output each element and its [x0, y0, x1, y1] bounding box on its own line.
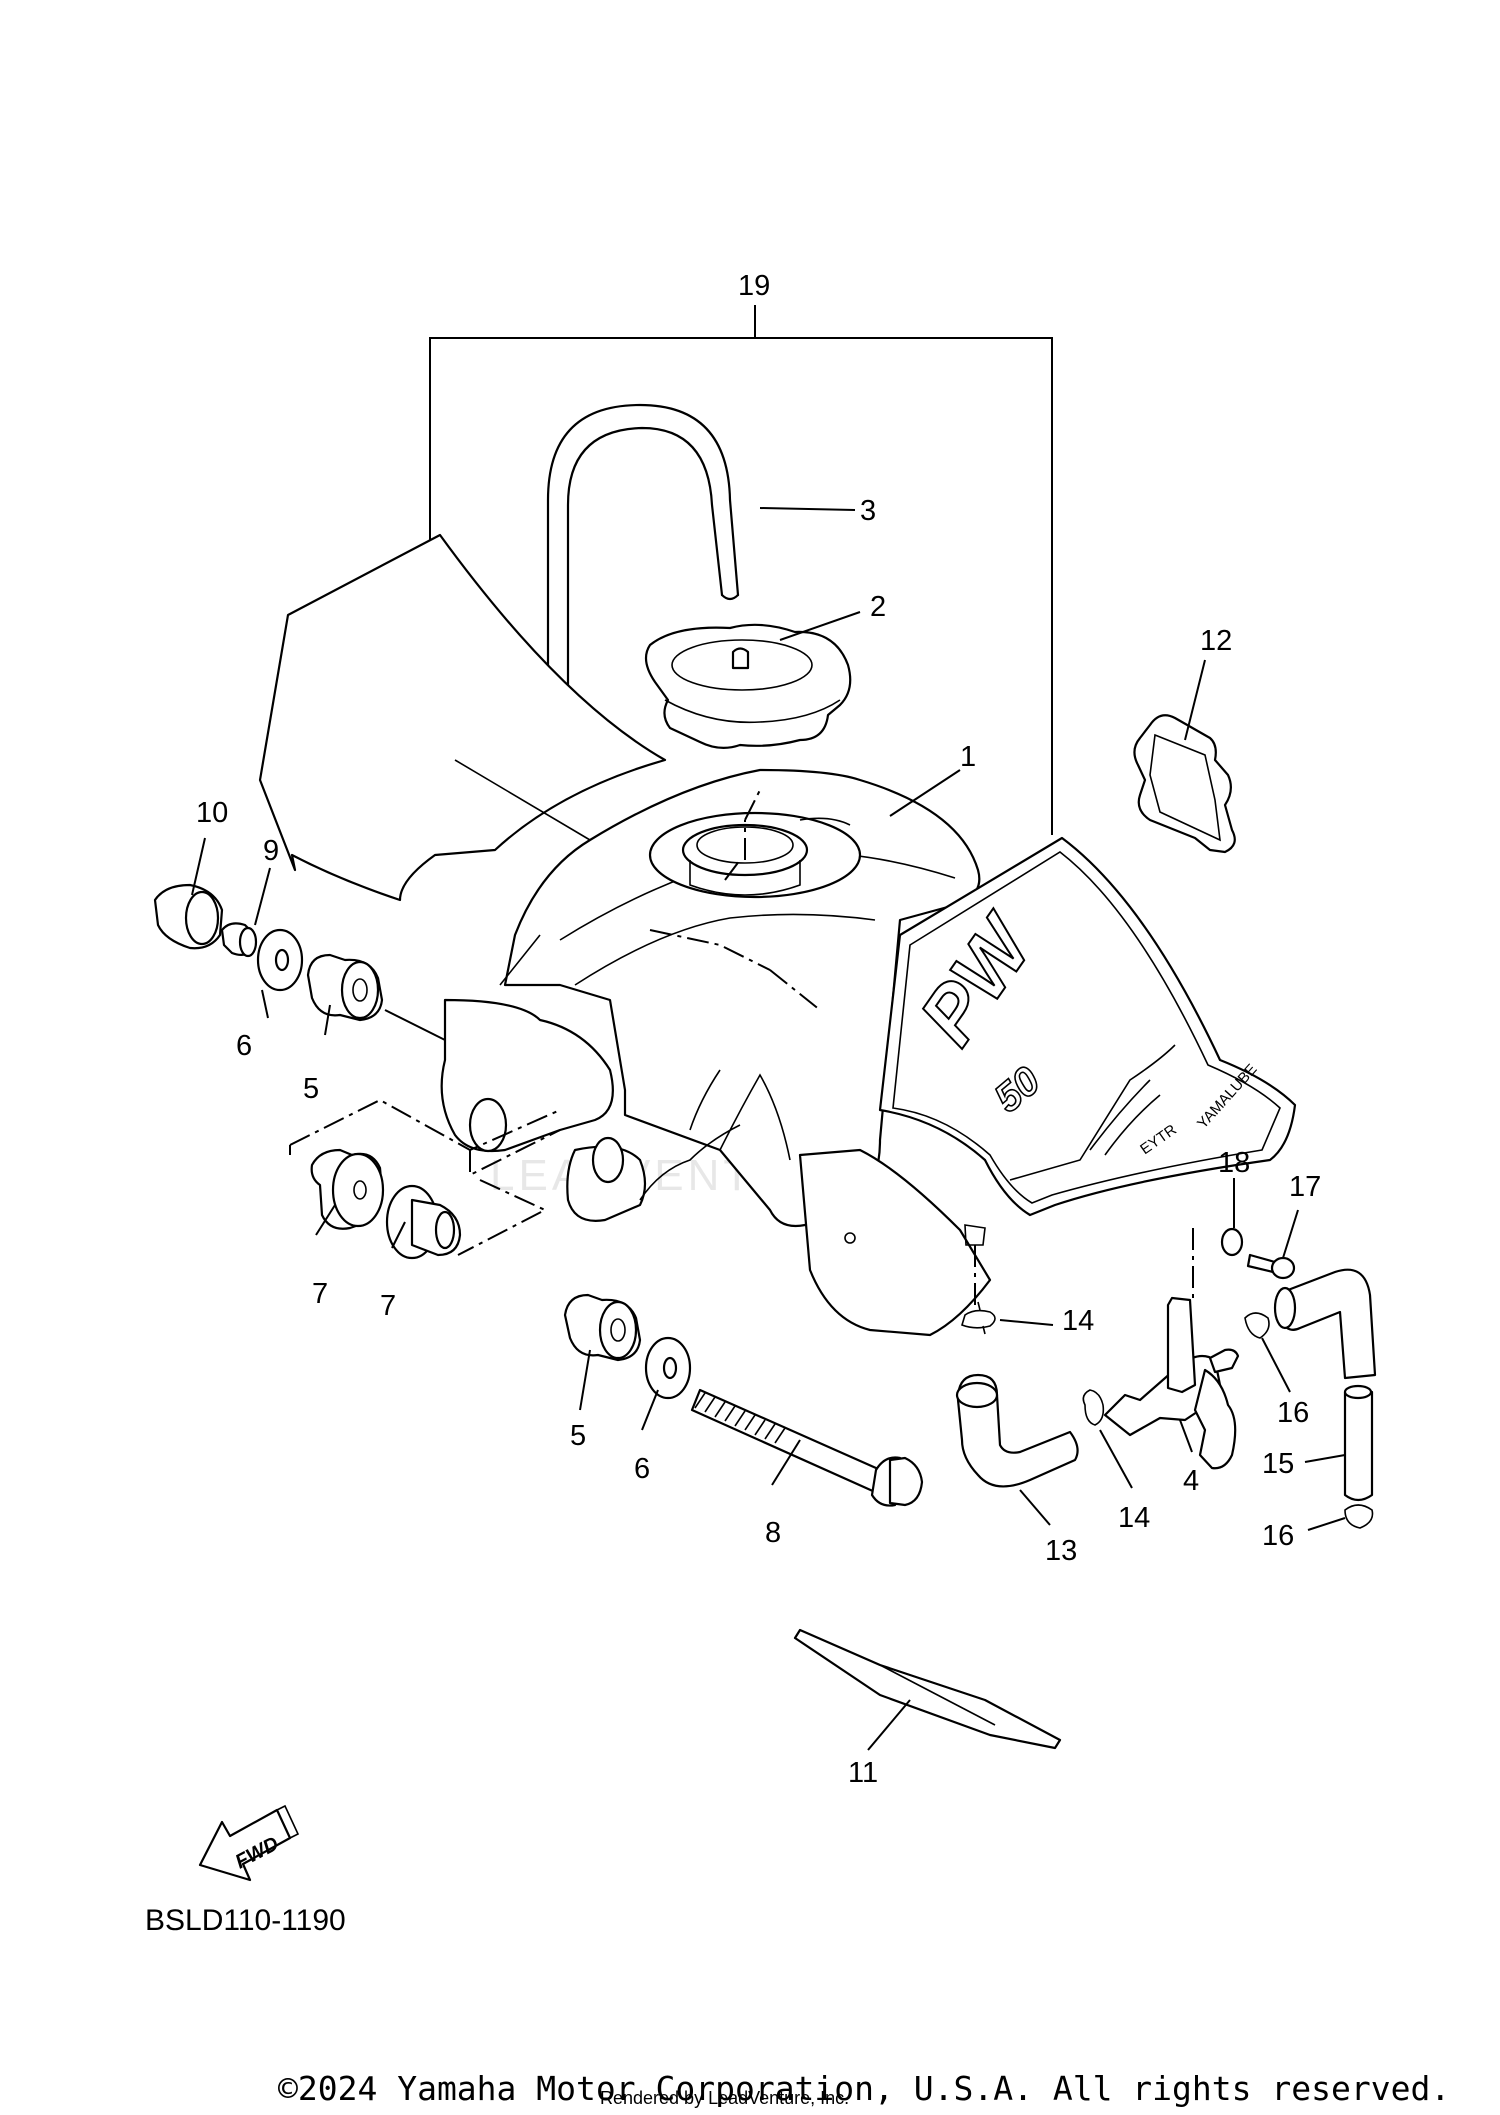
callout-18: 18: [1218, 1147, 1250, 1179]
callout-8: 8: [765, 1517, 781, 1549]
callout-6b: 6: [634, 1453, 650, 1485]
callout-6a: 6: [236, 1030, 252, 1062]
fuel-tank: [258, 533, 992, 1337]
small-decal-12: [1133, 714, 1236, 854]
callout-7b: 7: [380, 1290, 396, 1322]
callout-10: 10: [196, 797, 228, 829]
callout-1: 1: [960, 741, 976, 773]
fwd-arrow-icon: FWD: [198, 1804, 300, 1882]
callout-12: 12: [1200, 625, 1232, 657]
callout-15: 15: [1262, 1448, 1294, 1480]
sheet-11: [793, 1628, 1062, 1750]
assembly-bracket-19: [429, 305, 1053, 835]
fuel-cock-parts: [955, 1224, 1377, 1529]
callout-16b: 16: [1262, 1520, 1294, 1552]
callout-5a: 5: [303, 1073, 319, 1105]
callout-16a: 16: [1277, 1397, 1309, 1429]
callout-13: 13: [1045, 1535, 1077, 1567]
callout-17: 17: [1289, 1171, 1321, 1203]
callout-4: 4: [1183, 1465, 1199, 1497]
callouts: 19 3 2 12 1 10 9 6 5 7 7 5 6 8 18 17 14 …: [196, 270, 1321, 1789]
callout-9: 9: [263, 835, 279, 867]
callout-2: 2: [870, 591, 886, 623]
callout-14b: 14: [1118, 1502, 1150, 1534]
fuel-cap: [644, 623, 852, 749]
mount-parts-left: [153, 883, 924, 1507]
tank-decal: PW 50 YAMALUBE EYTR: [878, 836, 1297, 1217]
copyright-notice: ©2024 Yamaha Motor Corporation, U.S.A. A…: [278, 2069, 1450, 2108]
callout-19: 19: [738, 270, 770, 302]
drawing-code: BSLD110-1190: [145, 1904, 346, 1937]
rendered-by: Rendered by LeadVenture, Inc.: [600, 2088, 849, 2108]
callout-3: 3: [860, 495, 876, 527]
callout-5b: 5: [570, 1420, 586, 1452]
leader-lines: [191, 507, 1346, 1751]
callout-7a: 7: [312, 1278, 328, 1310]
callout-14a: 14: [1062, 1305, 1094, 1337]
callout-11: 11: [848, 1757, 878, 1789]
